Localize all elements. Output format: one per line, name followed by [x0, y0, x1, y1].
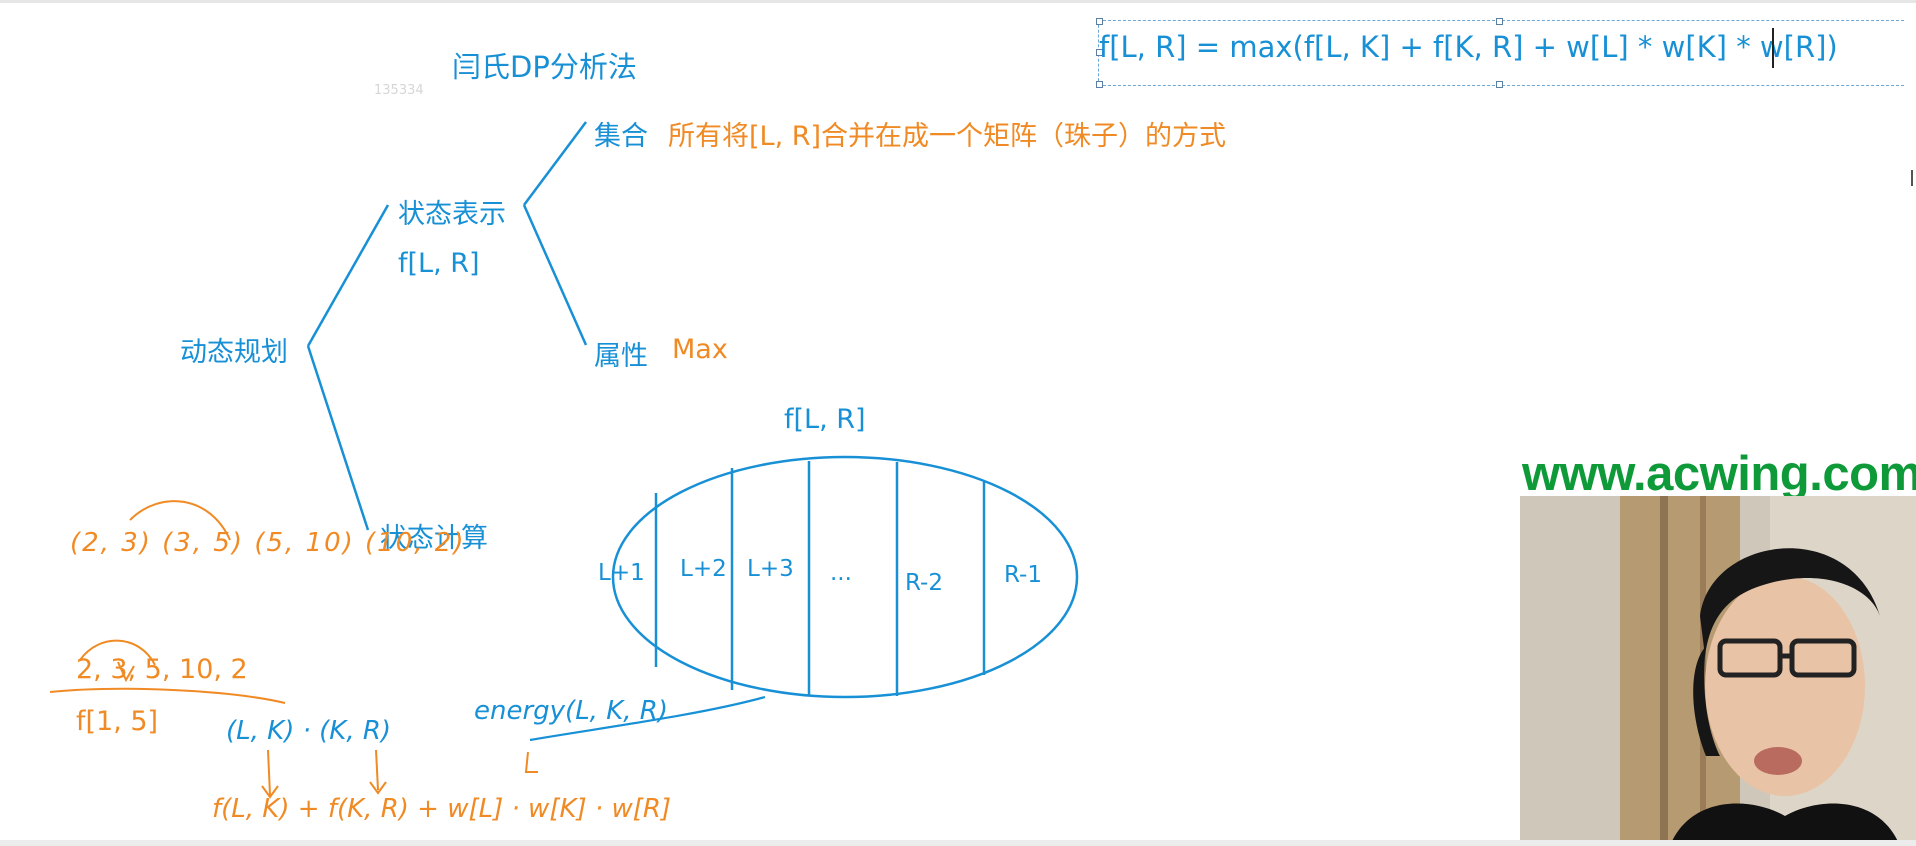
handwritten-energy: energy(L, K, R): [474, 696, 668, 726]
attr-value: Max: [672, 334, 728, 365]
cell-r1: R-1: [1004, 562, 1042, 588]
scroll-indicator[interactable]: [1911, 170, 1916, 186]
webcam-video: [1520, 496, 1916, 846]
cell-l1: L+1: [598, 560, 645, 586]
webcam-frame: [1520, 496, 1916, 846]
slide-title: 闫氏DP分析法: [452, 50, 637, 84]
ellipse-title: f[L, R]: [784, 404, 866, 435]
branch-root-to-state-repr: [306, 204, 390, 347]
attr-label: 属性: [594, 341, 648, 372]
resize-handle-bottom[interactable]: [1496, 81, 1503, 88]
set-partition-ellipse: [611, 455, 1079, 699]
handwritten-pairs: (2, 3) (3, 5) (5, 10) (10, 2): [70, 528, 466, 558]
cell-r2: R-2: [905, 570, 943, 596]
state-repr-sub: f[L, R]: [398, 248, 480, 279]
resize-handle-bl[interactable]: [1096, 81, 1103, 88]
tree-root-label: 动态规划: [180, 337, 288, 368]
branch-to-set: [522, 121, 588, 206]
resize-handle-top[interactable]: [1496, 18, 1503, 25]
watermark-id: 135334: [374, 83, 424, 98]
top-border: [0, 0, 1916, 3]
handwritten-sum: f(L, K) + f(K, R) + w[L] · w[K] · w[R]: [212, 794, 672, 824]
text-caret: [1772, 28, 1774, 68]
set-label: 集合: [594, 121, 648, 152]
handwritten-f15: f[1, 5]: [76, 706, 159, 737]
cell-l3: L+3: [747, 556, 794, 582]
bottom-bar: [0, 840, 1916, 846]
resize-handle-left[interactable]: [1096, 49, 1103, 56]
handwritten-split: (L, K) · (K, R): [226, 716, 392, 746]
energy-arrow: [529, 695, 766, 742]
state-calc-label: 状态计算: [380, 523, 488, 554]
state-repr-label: 状态表示: [398, 199, 506, 230]
branch-root-to-state-calc: [306, 345, 370, 531]
branch-to-attr: [522, 204, 588, 346]
formula-text[interactable]: f[L, R] = max(f[L, K] + f[K, R] + w[L] *…: [1099, 30, 1838, 64]
cell-ellipsis: ...: [830, 560, 852, 586]
set-description: 所有将[L, R]合并在成一个矩阵（珠子）的方式: [668, 121, 1227, 152]
cell-l2: L+2: [680, 556, 727, 582]
orange-scribbles: [49, 500, 538, 799]
acwing-watermark: www.acwing.com: [1522, 447, 1916, 501]
formula-textbox[interactable]: [1096, 18, 1904, 88]
resize-handle-tl[interactable]: [1096, 18, 1103, 25]
handwritten-sequence: 2, 3, 5, 10, 2: [76, 654, 248, 685]
